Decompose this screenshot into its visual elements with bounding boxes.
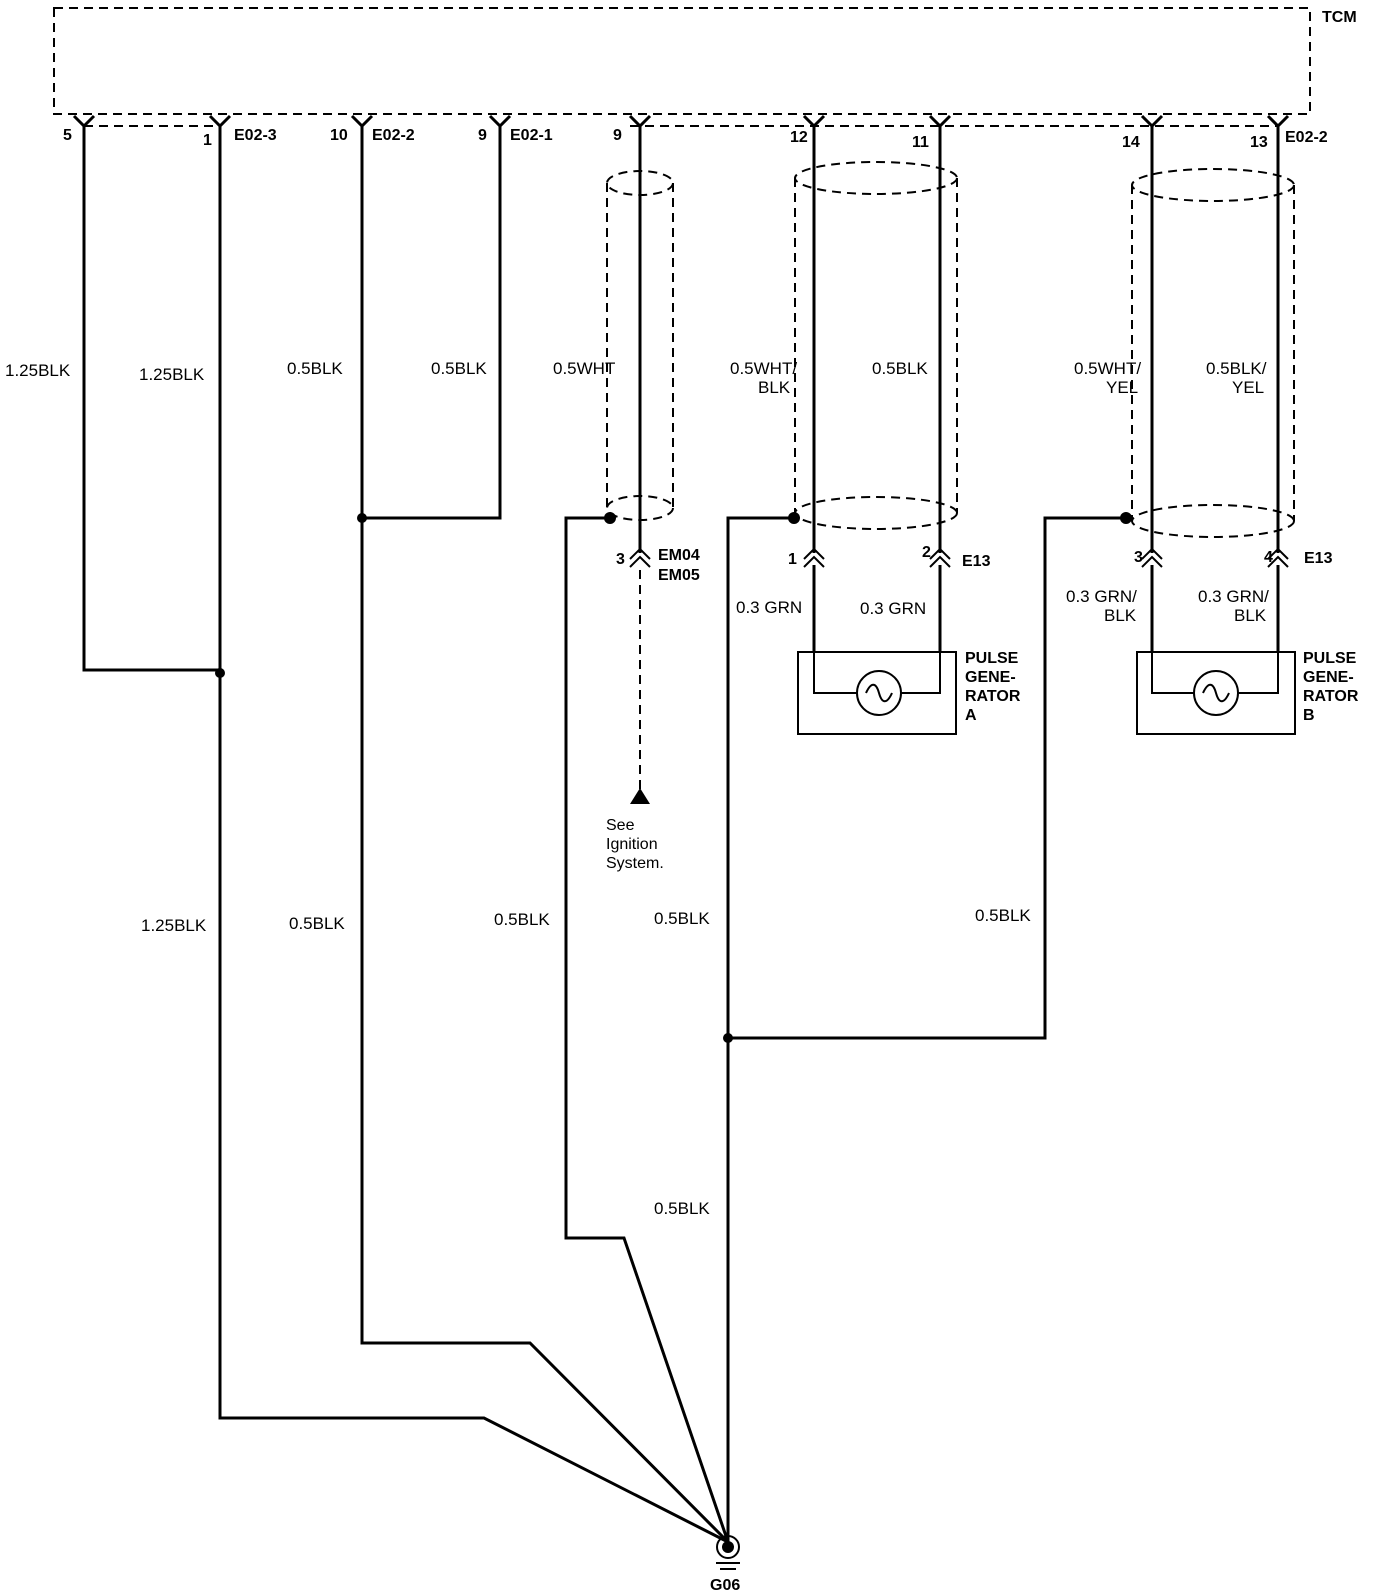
wire-label-wht: 0.5WHT — [553, 359, 615, 378]
note-line3: System. — [606, 855, 664, 872]
pin-11: 11 — [912, 134, 929, 151]
pulse-b-line2: GENE- — [1303, 669, 1354, 686]
connector-e02-3: E02-3 — [234, 127, 277, 144]
wire-label-pgb-left-b: BLK — [1104, 606, 1137, 625]
e13-pin-3: 3 — [1134, 549, 1143, 566]
connector-e13-b: E13 — [1304, 550, 1333, 567]
pin-10: 10 — [330, 127, 348, 144]
shield-pulse-b — [1131, 168, 1295, 538]
tcm-label: TCM — [1322, 9, 1357, 26]
wire-label-pin13-b: YEL — [1232, 378, 1264, 397]
wire-label-pgb-left-a: 0.3 GRN/ — [1066, 587, 1137, 606]
wire-labels: 1.25BLK 1.25BLK 0.5BLK 0.5BLK 0.5WHT 0.5… — [5, 359, 1269, 1218]
wire-label-ground-5: 0.5BLK — [975, 906, 1031, 925]
tcm-module: TCM — [53, 7, 1357, 127]
wire-label-pin1: 1.25BLK — [139, 365, 205, 384]
pulse-a-line1: PULSE — [965, 650, 1019, 667]
connector-e02-2-right: E02-2 — [1285, 129, 1328, 146]
pin-9-left: 9 — [478, 127, 487, 144]
em-pin-3: 3 — [616, 551, 625, 568]
connector-em04: EM04 — [658, 547, 700, 564]
connector-e13-a: E13 — [962, 553, 991, 570]
ignition-reference: See Ignition System. — [606, 788, 664, 872]
pin-14: 14 — [1122, 134, 1140, 151]
wire-label-pin9: 0.5BLK — [431, 359, 487, 378]
inline-connectors: 3 EM04 EM05 1 2 E13 3 4 E13 — [616, 544, 1333, 584]
pin-5: 5 — [63, 127, 72, 144]
wire-label-pin14-b: YEL — [1106, 378, 1138, 397]
pin-1: 1 — [203, 132, 212, 149]
e13-pin-4: 4 — [1264, 549, 1273, 566]
pulse-b-line4: B — [1303, 707, 1315, 724]
ground-g06: G06 — [710, 1535, 740, 1594]
wire-label-pga-left: 0.3 GRN — [736, 598, 802, 617]
wires — [82, 126, 1280, 1544]
wire-label-pin5: 1.25BLK — [5, 361, 71, 380]
pulse-b-line3: RATOR — [1303, 688, 1359, 705]
ground-icon — [716, 1535, 740, 1559]
note-line2: Ignition — [606, 836, 658, 853]
wire-label-ground-1: 1.25BLK — [141, 916, 207, 935]
wire-label-pin10: 0.5BLK — [287, 359, 343, 378]
pin-9-right: 9 — [613, 127, 622, 144]
wire-label-pin14-a: 0.5WHT/ — [1074, 359, 1141, 378]
pin-13: 13 — [1250, 134, 1268, 151]
wire-label-pgb-right-b: BLK — [1234, 606, 1267, 625]
connector-e02-2-left: E02-2 — [372, 127, 415, 144]
wire-label-ground-4: 0.5BLK — [654, 909, 710, 928]
e13-pin-2: 2 — [922, 544, 931, 561]
wire-label-ground-6: 0.5BLK — [654, 1199, 710, 1218]
connector-e02-1: E02-1 — [510, 127, 553, 144]
wire-label-ground-3: 0.5BLK — [494, 910, 550, 929]
pulse-a-line2: GENE- — [965, 669, 1016, 686]
shield-pulse-a — [794, 161, 958, 530]
wire-label-pga-right: 0.3 GRN — [860, 599, 926, 618]
wire-label-ground-2: 0.5BLK — [289, 914, 345, 933]
pulse-b-line1: PULSE — [1303, 650, 1357, 667]
e13-pin-1: 1 — [788, 551, 797, 568]
pulse-generator-b: PULSE GENE- RATOR B — [1136, 650, 1359, 735]
pin-12: 12 — [790, 129, 808, 146]
tcm-pin-labels: 5 1 E02-3 10 E02-2 9 E02-1 9 12 11 14 13… — [63, 127, 1328, 151]
ground-label: G06 — [710, 1577, 740, 1594]
pulse-generator-a: PULSE GENE- RATOR A — [797, 650, 1021, 735]
wire-label-pin12-a: 0.5WHT/ — [730, 359, 797, 378]
connector-em05: EM05 — [658, 567, 700, 584]
pin-terminals — [72, 114, 1290, 129]
pulse-a-line4: A — [965, 707, 977, 724]
pulse-a-line3: RATOR — [965, 688, 1021, 705]
wire-label-pin11: 0.5BLK — [872, 359, 928, 378]
reference-arrow-icon — [630, 788, 650, 804]
wire-label-pin12-b: BLK — [758, 378, 791, 397]
wire-label-pgb-right-a: 0.3 GRN/ — [1198, 587, 1269, 606]
junctions — [215, 512, 1132, 1043]
note-line1: See — [606, 817, 635, 834]
wire-label-pin13-a: 0.5BLK/ — [1206, 359, 1267, 378]
